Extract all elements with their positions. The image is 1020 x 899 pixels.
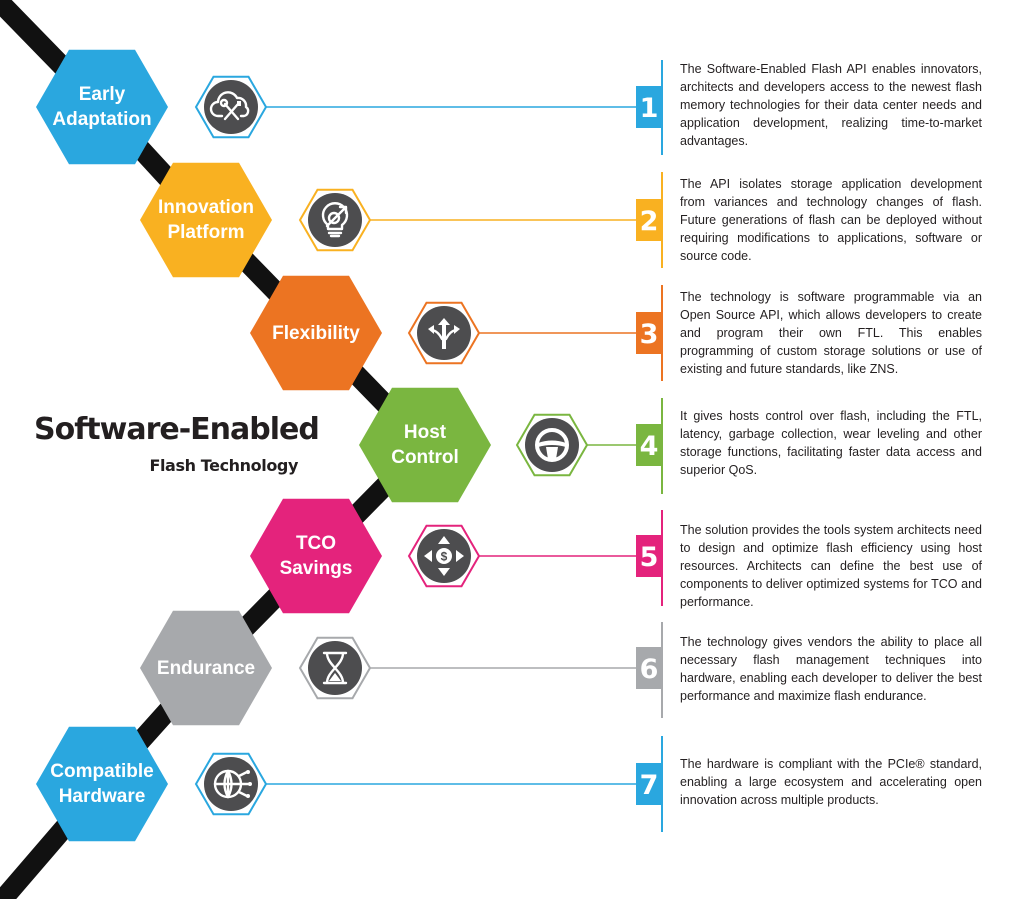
- step-hexagons: [36, 49, 491, 842]
- number-badge-6: [636, 647, 662, 689]
- number-badges: 1 2 3 4 5 6 7: [636, 60, 663, 832]
- description-7: The hardware is compliant with the PCIe®…: [680, 757, 982, 807]
- page-title: Software-Enabled: [34, 412, 320, 447]
- description-6: The technology gives vendors the ability…: [680, 635, 982, 703]
- svg-text:$: $: [441, 550, 448, 564]
- circuit-globe-icon: [194, 752, 268, 816]
- step-hexagon-2: [140, 162, 272, 278]
- description-1: The Software-Enabled Flash API enables i…: [680, 62, 982, 148]
- step-hexagon-4: [359, 387, 491, 503]
- step-icons: $: [194, 75, 589, 816]
- step-hexagon-5: [250, 498, 382, 614]
- number-badge-4: [636, 424, 662, 466]
- step-hexagon-3: [250, 275, 382, 391]
- cloud-tools-icon: [194, 75, 268, 139]
- number-badge-text-3: 3: [640, 319, 659, 350]
- description-2: The API isolates storage application dev…: [680, 177, 982, 263]
- split-arrows-icon: [407, 301, 481, 365]
- number-badge-text-7: 7: [640, 770, 659, 801]
- number-badge-1: [636, 86, 662, 128]
- connector-lines: [261, 106, 636, 785]
- page-subtitle: Flash Technology: [149, 456, 298, 475]
- step-hexagon-6: [140, 610, 272, 726]
- number-badge-5: [636, 535, 662, 577]
- description-3: The technology is software programmable …: [680, 290, 982, 376]
- number-badge-text-5: 5: [640, 542, 659, 573]
- step-hexagon-1: [36, 49, 168, 165]
- number-badge-3: [636, 312, 662, 354]
- hourglass-icon: [298, 636, 372, 700]
- dollar-arrows-icon: $: [407, 524, 481, 588]
- number-badge-text-1: 1: [640, 93, 659, 124]
- lightbulb-target-icon: [298, 188, 372, 252]
- description-5: The solution provides the tools system a…: [680, 523, 982, 609]
- steering-wheel-icon: [515, 413, 589, 477]
- number-badge-2: [636, 199, 662, 241]
- step-hexagon-7: [36, 726, 168, 842]
- number-badge-text-4: 4: [640, 431, 659, 462]
- number-badge-text-2: 2: [640, 206, 659, 237]
- number-badge-text-6: 6: [640, 654, 659, 685]
- number-badge-7: [636, 763, 662, 805]
- description-4: It gives hosts control over flash, inclu…: [680, 409, 982, 477]
